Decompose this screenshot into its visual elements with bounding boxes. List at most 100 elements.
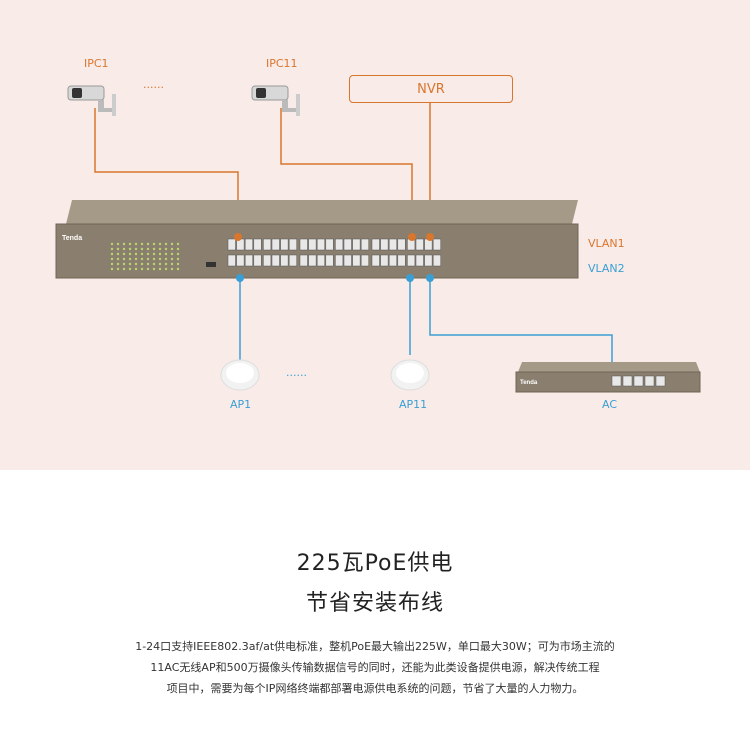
ac-port bbox=[655, 375, 666, 387]
status-led bbox=[146, 247, 150, 251]
ipc11-label: IPC11 bbox=[266, 57, 298, 70]
status-led bbox=[170, 247, 174, 251]
status-led bbox=[116, 242, 120, 246]
status-led bbox=[146, 267, 150, 271]
svg-text:Tenda: Tenda bbox=[520, 380, 538, 386]
status-led bbox=[170, 257, 174, 261]
status-led bbox=[158, 247, 162, 251]
status-led bbox=[146, 257, 150, 261]
port-status-leds bbox=[110, 242, 180, 271]
status-led bbox=[164, 242, 168, 246]
description-line: 11AC无线AP和500万摄像头传输数据信号的同时，还能为此类设备提供电源，解决… bbox=[150, 661, 600, 674]
ethernet-port bbox=[288, 254, 297, 267]
status-led bbox=[110, 267, 114, 271]
status-led bbox=[110, 242, 114, 246]
status-led bbox=[110, 247, 114, 251]
status-led bbox=[158, 262, 162, 266]
ethernet-ports bbox=[227, 238, 441, 267]
ethernet-port bbox=[280, 238, 289, 251]
status-led bbox=[158, 242, 162, 246]
status-led bbox=[164, 267, 168, 271]
status-led bbox=[122, 247, 126, 251]
status-led bbox=[140, 262, 144, 266]
description-line: 1-24口支持IEEE802.3af/at供电标准，整机PoE最大输出225W，… bbox=[135, 640, 615, 653]
status-led bbox=[134, 267, 138, 271]
status-led bbox=[122, 242, 126, 246]
status-led bbox=[152, 247, 156, 251]
status-led bbox=[152, 262, 156, 266]
ac-port bbox=[622, 375, 633, 387]
status-led bbox=[152, 242, 156, 246]
ethernet-port bbox=[263, 238, 272, 251]
status-led bbox=[158, 267, 162, 271]
status-led bbox=[116, 262, 120, 266]
ethernet-port bbox=[352, 238, 361, 251]
ethernet-port bbox=[397, 254, 406, 267]
ethernet-port bbox=[424, 254, 433, 267]
status-led bbox=[140, 252, 144, 256]
ipc-ellipsis: ...... bbox=[143, 78, 164, 91]
status-led bbox=[176, 257, 180, 261]
ethernet-port bbox=[432, 238, 441, 251]
status-led bbox=[176, 247, 180, 251]
status-led bbox=[164, 257, 168, 261]
ethernet-port bbox=[388, 254, 397, 267]
ipc1-label: IPC1 bbox=[84, 57, 109, 70]
access-point-icon bbox=[220, 359, 260, 391]
ac-link bbox=[429, 278, 613, 382]
ethernet-port bbox=[236, 254, 245, 267]
nvr-box: NVR bbox=[349, 75, 513, 103]
status-led bbox=[152, 267, 156, 271]
ethernet-port bbox=[407, 254, 416, 267]
ethernet-port bbox=[244, 238, 253, 251]
status-led bbox=[140, 247, 144, 251]
status-led bbox=[146, 252, 150, 256]
diagram-graphics: Tenda Tenda bbox=[55, 85, 701, 393]
ethernet-port bbox=[299, 238, 308, 251]
status-led bbox=[128, 242, 132, 246]
status-led bbox=[170, 267, 174, 271]
poe-switch: Tenda bbox=[55, 200, 579, 279]
status-led bbox=[134, 257, 138, 261]
status-led bbox=[116, 252, 120, 256]
ethernet-port bbox=[397, 238, 406, 251]
ethernet-port bbox=[308, 238, 317, 251]
camera-icon bbox=[251, 85, 300, 116]
status-led bbox=[128, 257, 132, 261]
ethernet-port bbox=[343, 254, 352, 267]
ethernet-port bbox=[415, 238, 424, 251]
status-led bbox=[176, 267, 180, 271]
status-led bbox=[122, 257, 126, 261]
status-led bbox=[164, 252, 168, 256]
ethernet-port bbox=[360, 254, 369, 267]
ethernet-port bbox=[415, 254, 424, 267]
ethernet-port bbox=[227, 238, 236, 251]
vlan1-label: VLAN1 bbox=[588, 237, 625, 250]
camera-icon bbox=[67, 85, 116, 116]
status-led bbox=[128, 247, 132, 251]
description: 1-24口支持IEEE802.3af/at供电标准，整机PoE最大输出225W，… bbox=[90, 636, 660, 699]
ethernet-port bbox=[271, 238, 280, 251]
status-led bbox=[134, 262, 138, 266]
svg-text:Tenda: Tenda bbox=[62, 235, 82, 242]
ethernet-port bbox=[263, 254, 272, 267]
ethernet-port bbox=[380, 238, 389, 251]
sfp-indicator bbox=[206, 262, 216, 267]
ethernet-port bbox=[352, 254, 361, 267]
status-led bbox=[164, 262, 168, 266]
status-led bbox=[110, 252, 114, 256]
ethernet-port bbox=[360, 238, 369, 251]
status-led bbox=[122, 252, 126, 256]
status-led bbox=[170, 252, 174, 256]
status-led bbox=[116, 247, 120, 251]
status-led bbox=[140, 242, 144, 246]
status-led bbox=[134, 242, 138, 246]
status-led bbox=[110, 262, 114, 266]
ac-controller: Tenda bbox=[515, 362, 701, 393]
ethernet-port bbox=[335, 238, 344, 251]
status-led bbox=[140, 267, 144, 271]
ap1-label: AP1 bbox=[230, 398, 252, 411]
ac-ports bbox=[611, 375, 666, 387]
ethernet-port bbox=[325, 254, 334, 267]
status-led bbox=[152, 257, 156, 261]
